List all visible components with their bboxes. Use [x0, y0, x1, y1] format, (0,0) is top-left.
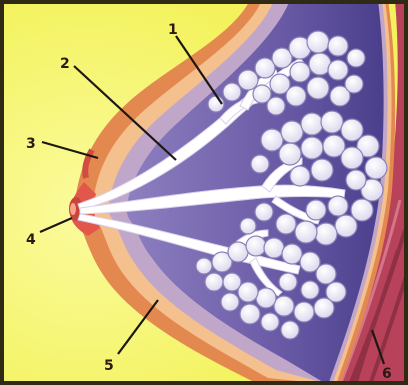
label-6: 6 — [382, 366, 392, 382]
label-3: 3 — [26, 136, 36, 152]
label-5: 5 — [104, 358, 114, 374]
label-2: 2 — [60, 56, 70, 72]
label-4: 4 — [26, 232, 36, 248]
label-1: 1 — [168, 22, 178, 38]
